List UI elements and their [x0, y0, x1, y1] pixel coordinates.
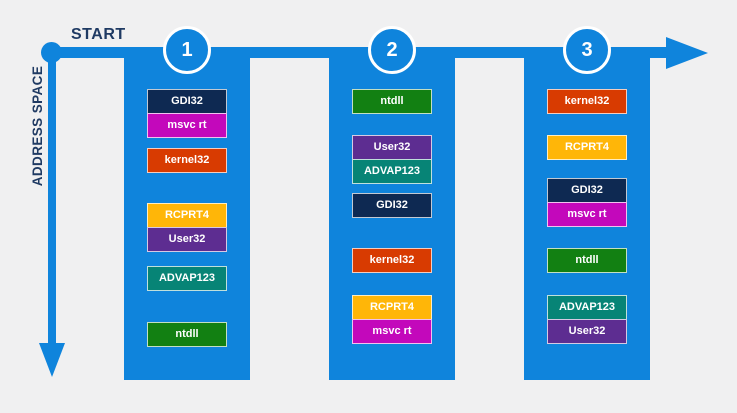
module-box-gdi32: GDI32: [147, 89, 227, 114]
module-box-msvc-rt: msvc rt: [547, 202, 627, 227]
module-box-rcprt4: RCPRT4: [147, 203, 227, 228]
step-circle-3: 3: [563, 26, 611, 74]
module-box-ntdll: ntdll: [547, 248, 627, 273]
module-box-user32: User32: [147, 227, 227, 252]
module-box-ntdll: ntdll: [147, 322, 227, 347]
module-box-user32: User32: [547, 319, 627, 344]
module-box-msvc-rt: msvc rt: [352, 319, 432, 344]
module-box-kernel32: kernel32: [547, 89, 627, 114]
module-box-rcprt4: RCPRT4: [547, 135, 627, 160]
address-space-arrowhead-icon: [39, 343, 65, 377]
module-box-gdi32: GDI32: [547, 178, 627, 203]
address-space-arrow-line: [48, 50, 56, 343]
start-label: START: [71, 26, 126, 43]
module-box-advap123: ADVAP123: [147, 266, 227, 291]
module-box-gdi32: GDI32: [352, 193, 432, 218]
module-box-user32: User32: [352, 135, 432, 160]
step-circle-2: 2: [368, 26, 416, 74]
module-box-ntdll: ntdll: [352, 89, 432, 114]
module-box-advap123: ADVAP123: [352, 159, 432, 184]
module-box-msvc-rt: msvc rt: [147, 113, 227, 138]
module-box-rcprt4: RCPRT4: [352, 295, 432, 320]
module-box-kernel32: kernel32: [352, 248, 432, 273]
address-space-label: ADDRESS SPACE: [30, 65, 45, 187]
module-box-kernel32: kernel32: [147, 148, 227, 173]
module-box-advap123: ADVAP123: [547, 295, 627, 320]
timeline-arrowhead-icon: [666, 37, 708, 69]
step-circle-1: 1: [163, 26, 211, 74]
